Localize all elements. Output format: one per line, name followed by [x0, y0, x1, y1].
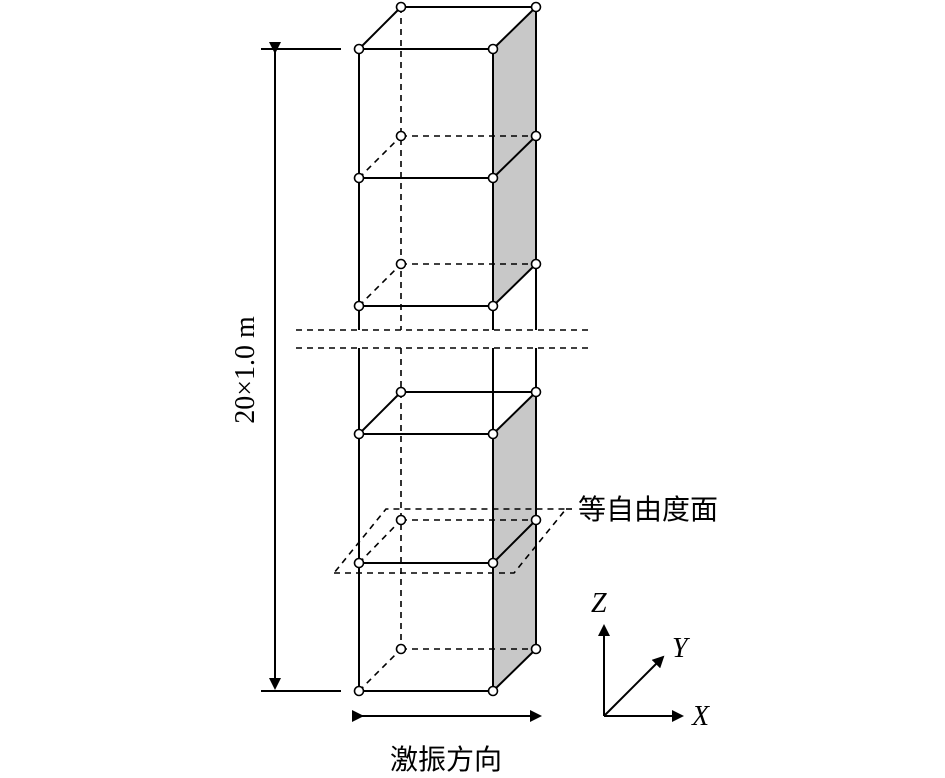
- height-dimension: 20×1.0 m: [230, 42, 341, 692]
- x-axis-label: X: [691, 701, 710, 732]
- y-axis-arrow: [603, 655, 665, 717]
- column-edges: [358, 6, 537, 692]
- shaded-side-faces: [493, 7, 536, 691]
- node-markers: [353, 1, 542, 697]
- column-break-lines: [296, 329, 590, 349]
- excitation-direction-label: 激振方向: [390, 744, 502, 776]
- coordinate-axes: Z Y X: [591, 588, 710, 732]
- equal-dof-plane-label: 等自由度面: [578, 494, 718, 526]
- y-axis-label: Y: [672, 633, 691, 664]
- equal-dof-plane: [332, 508, 574, 574]
- excitation-direction: 激振方向: [352, 710, 542, 776]
- height-dimension-label: 20×1.0 m: [230, 316, 261, 424]
- z-axis-label: Z: [591, 588, 607, 619]
- hidden-edges: [358, 7, 536, 692]
